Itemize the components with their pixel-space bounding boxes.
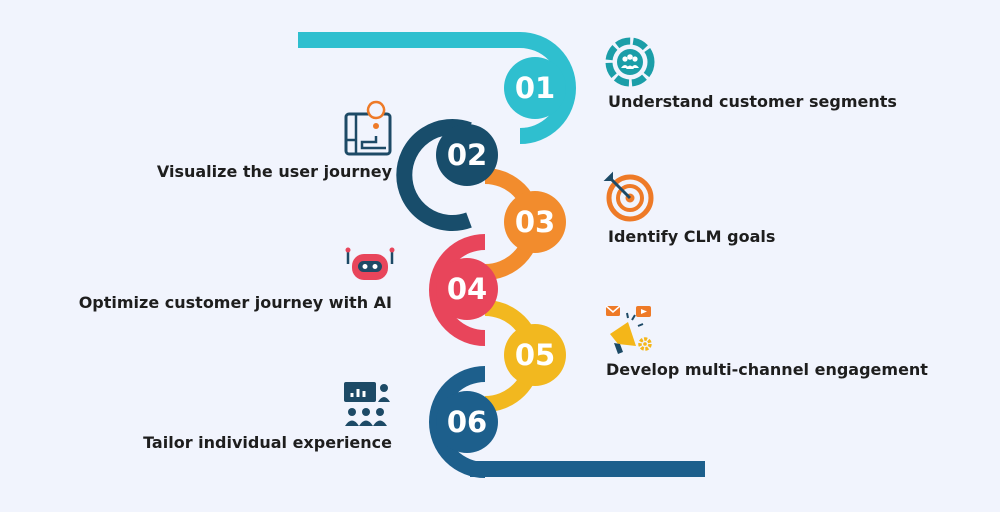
step-number-02: 02	[447, 138, 487, 172]
step-number-01: 01	[515, 71, 555, 105]
step-label-02: Visualize the user journey	[156, 162, 392, 181]
ring-02	[396, 119, 472, 231]
disc-06: 06	[436, 391, 498, 453]
step-number-03: 03	[515, 205, 555, 239]
robot-icon	[345, 247, 395, 280]
megaphone-icon	[605, 305, 652, 354]
step-label-04: Optimize customer journey with AI	[78, 293, 392, 312]
step-number-04: 04	[447, 272, 487, 306]
customer-segments-icon	[605, 37, 655, 87]
step-label-01: Understand customer segments	[608, 92, 897, 111]
disc-03: 03	[504, 191, 566, 253]
step-label-03: Identify CLM goals	[608, 227, 776, 246]
disc-04: 04	[436, 258, 498, 320]
ring-01	[519, 32, 576, 144]
journey-map-icon	[344, 100, 392, 156]
step-number-05: 05	[515, 338, 555, 372]
step-label-05: Develop multi-channel engagement	[606, 360, 928, 379]
disc-01: 01	[504, 57, 566, 119]
target-icon	[603, 171, 654, 222]
step-label-06: Tailor individual experience	[143, 433, 392, 452]
disc-02: 02	[436, 124, 498, 186]
presentation-icon	[344, 382, 390, 426]
step-number-06: 06	[447, 405, 487, 439]
disc-05: 05	[504, 324, 566, 386]
